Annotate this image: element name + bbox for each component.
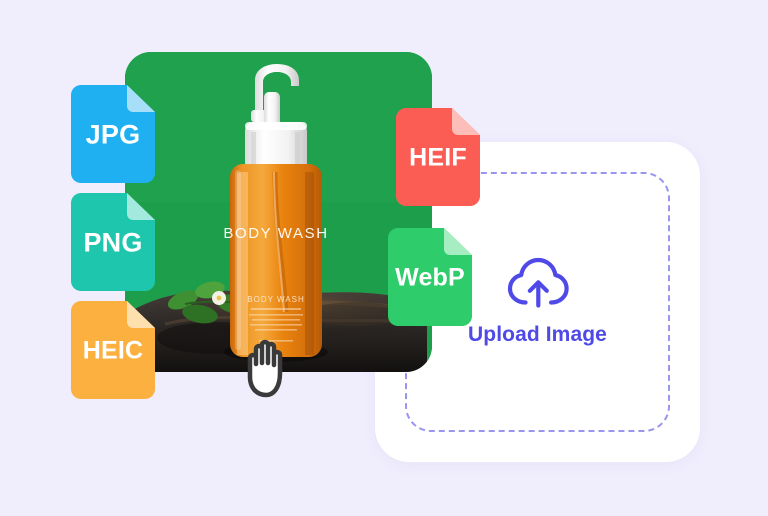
file-badge-label: PNG <box>83 227 143 258</box>
file-badge-jpg: JPG <box>71 85 155 183</box>
svg-text:BODY WASH: BODY WASH <box>223 225 328 242</box>
upload-label: Upload Image <box>468 323 607 346</box>
file-badge-heic: HEIC <box>71 301 155 399</box>
cloud-upload-icon <box>507 257 569 308</box>
file-icon <box>71 193 155 291</box>
file-badge-heif: HEIF <box>396 108 480 206</box>
grab-hand-cursor[interactable] <box>240 333 306 401</box>
file-badge-label: HEIC <box>82 336 144 365</box>
file-badge-label: JPG <box>85 119 141 150</box>
file-icon <box>396 108 480 206</box>
product-photo-card: BODY WASH BODY WASH <box>125 52 432 372</box>
body-wash-product-photo: BODY WASH BODY WASH <box>125 52 432 372</box>
file-badge-png: PNG <box>71 193 155 291</box>
file-icon <box>71 85 155 183</box>
file-badge-webp: WebP <box>388 228 472 326</box>
file-badge-label: WebP <box>395 263 465 292</box>
svg-text:BODY WASH: BODY WASH <box>247 295 304 304</box>
file-badge-label: HEIF <box>409 143 467 172</box>
file-icon <box>388 228 472 326</box>
file-icon <box>71 301 155 399</box>
